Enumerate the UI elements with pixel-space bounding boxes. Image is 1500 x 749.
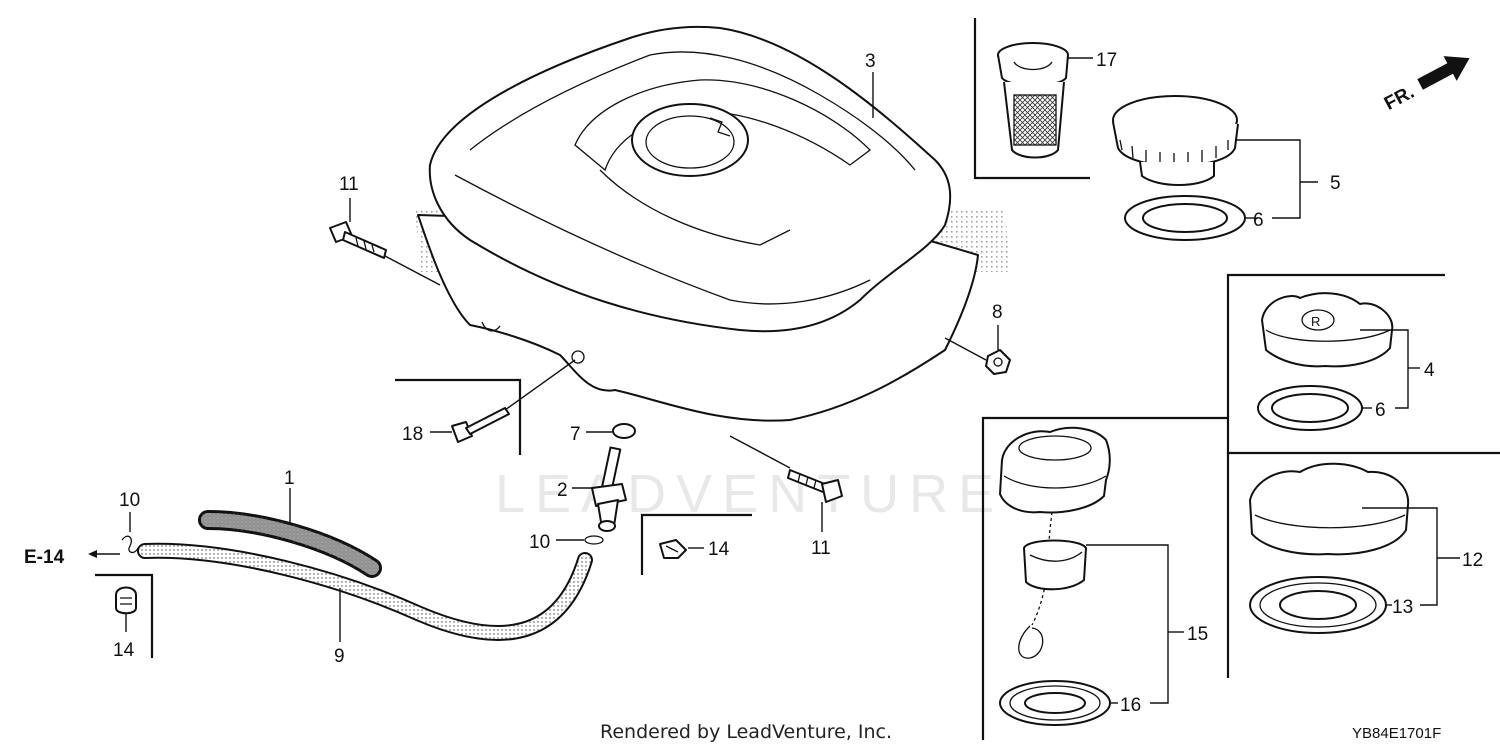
callout-8: 8 — [992, 302, 1003, 323]
diagram-code: YB84E1701F — [1352, 725, 1441, 742]
callout-6-upper: 6 — [1253, 210, 1264, 231]
fuel-tank[interactable] — [415, 25, 1010, 422]
callout-1: 1 — [284, 468, 295, 489]
callout-10-center: 10 — [529, 532, 550, 553]
nut-8[interactable] — [985, 349, 1011, 375]
callouts: 3 17 5 6 4 6 12 13 15 16 11 8 18 7 2 10 … — [24, 50, 1483, 716]
fuel-cap-5[interactable] — [1112, 95, 1239, 186]
callout-5: 5 — [1330, 173, 1341, 194]
seal-13[interactable] — [1249, 576, 1387, 634]
fuel-cap-12[interactable] — [1249, 462, 1410, 556]
bolt-11-lower[interactable] — [787, 469, 843, 503]
gasket-6-lower[interactable] — [1257, 385, 1363, 431]
ref-e14: E-14 — [24, 547, 65, 568]
callout-9: 9 — [334, 646, 345, 667]
seal-16[interactable] — [999, 680, 1111, 726]
clip-14-left[interactable] — [115, 586, 137, 615]
callout-10-left: 10 — [119, 490, 140, 511]
leader-lines — [88, 57, 1460, 704]
callout-2: 2 — [557, 480, 568, 501]
callout-17: 17 — [1096, 50, 1117, 71]
fuel-tube-9[interactable] — [137, 542, 593, 641]
fuel-tube-1[interactable] — [198, 510, 382, 578]
callout-14-left: 14 — [113, 640, 135, 661]
clip-10-left[interactable] — [121, 535, 139, 554]
fuel-cap-4[interactable]: R — [1261, 292, 1394, 368]
fuel-cap-15[interactable] — [999, 426, 1111, 659]
front-arrow-icon — [1417, 56, 1470, 90]
front-direction-marker: FR. — [1381, 56, 1470, 115]
frame-lines — [95, 18, 1500, 740]
callout-11-upper: 11 — [339, 174, 359, 195]
fuel-cock-2[interactable] — [584, 423, 636, 545]
callout-13: 13 — [1392, 597, 1413, 618]
callout-7: 7 — [570, 424, 581, 445]
callout-14-center: 14 — [708, 539, 730, 560]
callout-3: 3 — [865, 51, 876, 72]
svg-text:R: R — [1311, 314, 1320, 329]
callout-18: 18 — [402, 424, 423, 445]
callout-12: 12 — [1462, 550, 1483, 571]
footer-credit: Rendered by LeadVenture, Inc. — [600, 721, 892, 743]
front-label: FR. — [1381, 82, 1418, 115]
screw-18[interactable] — [451, 407, 510, 443]
callout-11-lower: 11 — [811, 538, 831, 559]
gasket-6-upper[interactable] — [1124, 195, 1246, 241]
callout-6-lower: 6 — [1375, 400, 1386, 421]
strainer-17[interactable] — [997, 42, 1069, 159]
callout-4: 4 — [1424, 360, 1435, 381]
bolt-11-upper[interactable] — [329, 221, 387, 259]
callout-15: 15 — [1187, 624, 1208, 645]
callout-16: 16 — [1120, 695, 1141, 716]
clip-14-center[interactable] — [659, 539, 687, 559]
